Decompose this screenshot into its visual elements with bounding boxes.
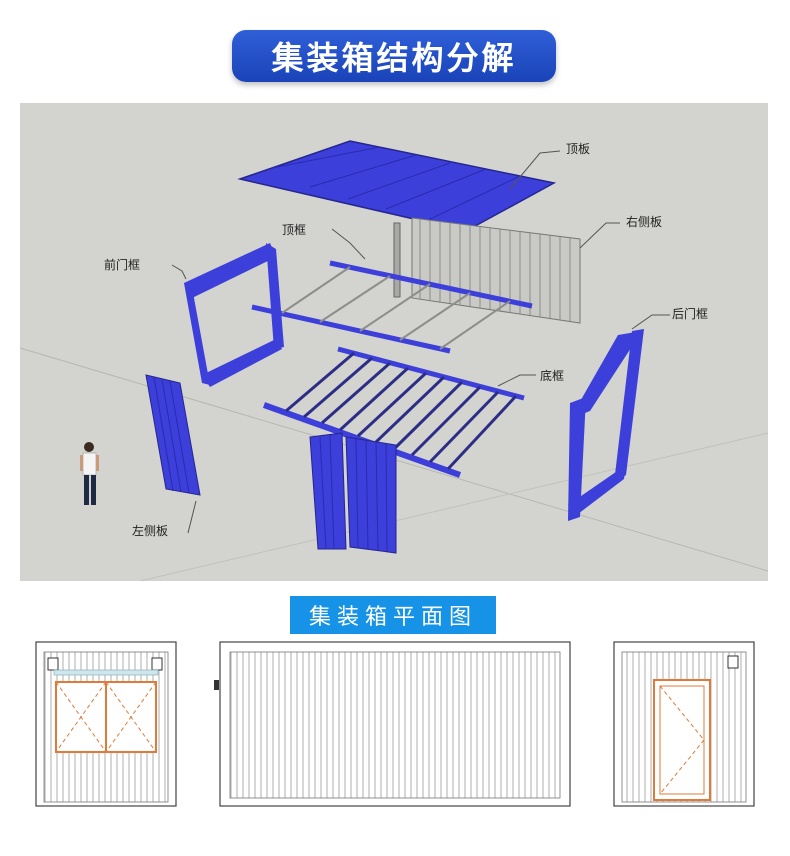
label-front-door-frame: 前门框 <box>104 257 140 272</box>
label-top-panel: 顶板 <box>566 142 590 156</box>
front-door-frame-shape <box>184 243 284 387</box>
rear-door-frame-shape <box>568 329 644 521</box>
plan-title: 集装箱平面图 <box>290 596 496 634</box>
front-end-plan <box>35 641 177 807</box>
label-top-frame: 顶框 <box>282 223 306 237</box>
label-left-side-panel: 左侧板 <box>132 523 168 538</box>
person-figure-icon <box>80 442 99 505</box>
side-plan <box>214 641 571 807</box>
plan-views <box>35 641 755 807</box>
rear-end-plan <box>613 641 755 807</box>
label-bottom-frame: 底框 <box>540 368 564 383</box>
label-right-side-panel: 右侧板 <box>626 214 662 229</box>
top-panel-shape <box>237 140 557 232</box>
rear-door-icon <box>653 679 711 801</box>
front-window-icon <box>55 681 157 753</box>
top-frame-shape <box>251 260 533 354</box>
label-rear-door-frame: 后门框 <box>672 306 708 321</box>
left-side-panel-shape <box>145 374 397 554</box>
exploded-structure-diagram: 顶板 右侧板 顶框 前门框 后门框 底框 左侧板 <box>20 103 768 581</box>
page-title: 集装箱结构分解 <box>232 30 556 82</box>
